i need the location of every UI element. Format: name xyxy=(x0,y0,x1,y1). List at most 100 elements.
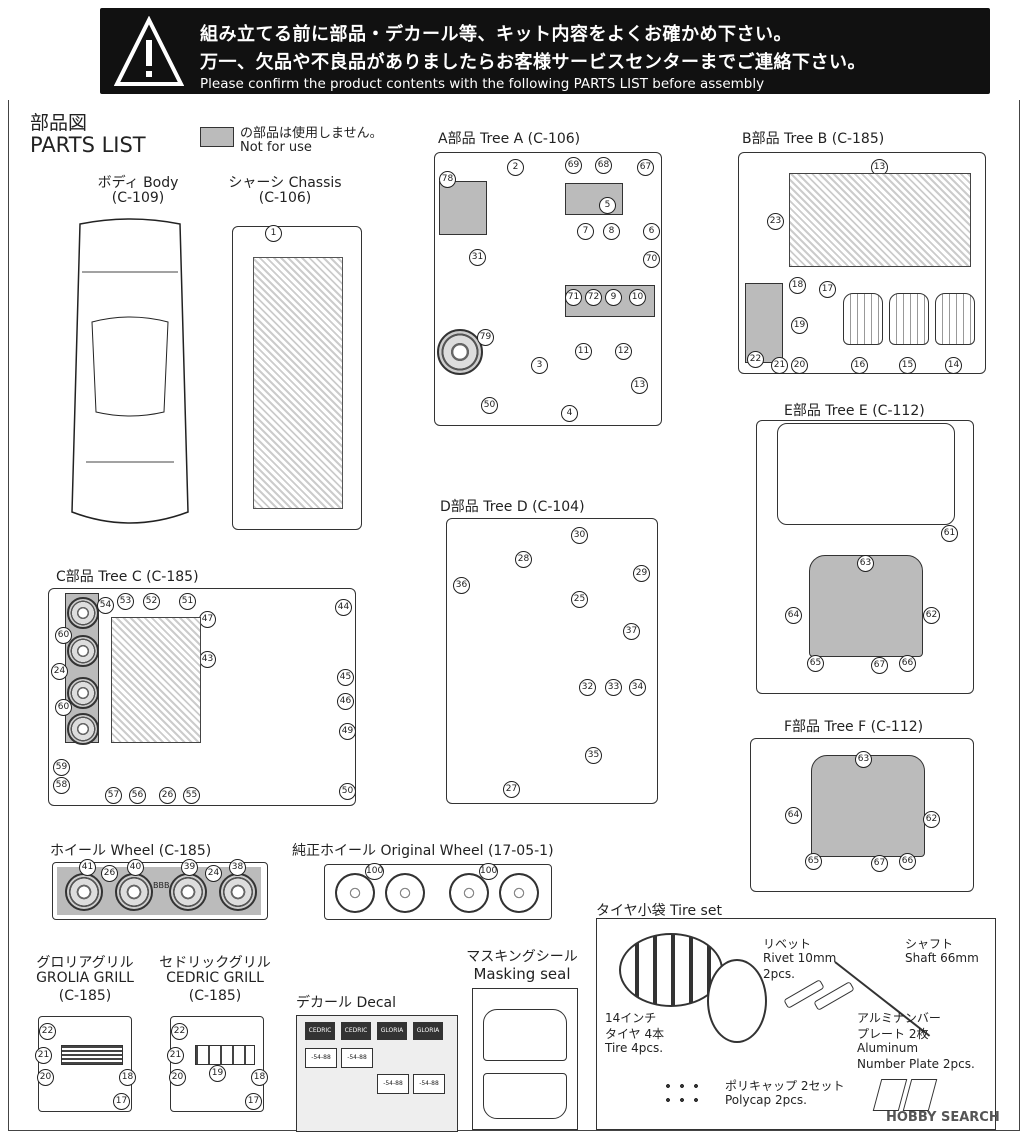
tree-f: 63 64 62 65 67 66 xyxy=(750,738,974,892)
polycap-text: ポリキャップ 2セット xyxy=(725,1079,845,1093)
polycap-text: Polycap 2pcs. xyxy=(725,1093,807,1107)
part-number: 65 xyxy=(807,655,824,672)
part-number: 18 xyxy=(789,277,806,294)
watermark: HOBBY SEARCH xyxy=(886,1110,1000,1125)
cedric-code: (C-185) xyxy=(188,988,242,1004)
part-number: 64 xyxy=(785,607,802,624)
original-wheel-tree: 100 100 xyxy=(324,863,552,920)
part-number: 38 xyxy=(229,859,246,876)
grolia-label-en: GROLIA GRILL xyxy=(36,970,134,986)
part-number: 22 xyxy=(171,1023,188,1040)
part-number: 68 xyxy=(595,157,612,174)
part-number: 37 xyxy=(623,623,640,640)
part-number: 24 xyxy=(51,663,68,680)
part-number: 12 xyxy=(615,343,632,360)
tree-c: 54 53 52 51 44 60 47 43 24 45 60 46 49 5… xyxy=(48,588,356,806)
unused-part xyxy=(439,181,487,235)
part-number: 18 xyxy=(119,1069,136,1086)
wheel-part xyxy=(67,713,99,745)
part-number: 4 xyxy=(561,405,578,422)
part-number: 17 xyxy=(819,281,836,298)
part-number: 56 xyxy=(129,787,146,804)
part-number: 34 xyxy=(629,679,646,696)
part-number: 18 xyxy=(251,1069,268,1086)
wheel-part xyxy=(499,873,539,913)
tree-b: 13 23 18 17 19 22 21 20 16 15 14 xyxy=(738,152,986,374)
part-number: 63 xyxy=(855,751,872,768)
part-number: 22 xyxy=(747,351,764,368)
decal-item: CEDRIC xyxy=(341,1022,371,1040)
polycap-part xyxy=(661,1079,701,1109)
part-number: 29 xyxy=(633,565,650,582)
part-number: 100 xyxy=(365,863,384,880)
part-number: 67 xyxy=(637,159,654,176)
car-body-drawing xyxy=(71,218,189,524)
part-number: 21 xyxy=(167,1047,184,1064)
part-number: 9 xyxy=(605,289,622,306)
page-title-jp: 部品図 xyxy=(30,112,88,134)
decal-item: CEDRIC xyxy=(305,1022,335,1040)
tree-d: 28 30 36 29 25 37 32 33 34 27 35 xyxy=(446,518,658,804)
part-number: 5 xyxy=(599,197,616,214)
part-number: 14 xyxy=(945,357,962,374)
shaft-text: Shaft 66mm xyxy=(905,951,979,965)
part-number: 13 xyxy=(631,377,648,394)
tree-a-label: A部品 Tree A (C-106) xyxy=(438,131,581,147)
part-number: 57 xyxy=(105,787,122,804)
shaft-text: シャフト xyxy=(905,937,954,951)
warning-banner: 組み立てる前に部品・デカール等、キット内容をよくお確かめ下さい。 万一、欠品や不… xyxy=(100,8,990,94)
part-number: 31 xyxy=(469,249,486,266)
wheel-part xyxy=(115,873,153,911)
part-number: 44 xyxy=(335,599,352,616)
decal-item: GLORIA xyxy=(413,1022,443,1040)
part-number: 19 xyxy=(791,317,808,334)
parts-frame xyxy=(8,100,1020,1131)
part-number: 78 xyxy=(439,171,456,188)
part-number: 66 xyxy=(899,655,916,672)
part-number: 50 xyxy=(339,783,356,800)
part-number: 22 xyxy=(39,1023,56,1040)
part-number: 39 xyxy=(181,859,198,876)
body-label: ボディ Body xyxy=(97,175,179,191)
part-number: 69 xyxy=(565,157,582,174)
part-number: 51 xyxy=(179,593,196,610)
windshield-mask xyxy=(483,1009,567,1061)
part-number: 79 xyxy=(477,329,494,346)
cedric-label-jp: セドリックグリル xyxy=(159,955,271,971)
part-number: 63 xyxy=(857,555,874,572)
wheel-part xyxy=(67,677,99,709)
part-number: 100 xyxy=(479,863,498,880)
number-plate-part xyxy=(902,1079,938,1111)
tree-e-label: E部品 Tree E (C-112) xyxy=(784,403,925,419)
plate-text: Aluminum xyxy=(857,1041,919,1055)
part-number: 64 xyxy=(785,807,802,824)
part-number: 45 xyxy=(337,669,354,686)
tree-b-label: B部品 Tree B (C-185) xyxy=(742,131,885,147)
part-79 xyxy=(437,329,483,375)
tire-text: Tire 4pcs. xyxy=(605,1041,664,1055)
part-number: 28 xyxy=(515,551,532,568)
part-number: 7 xyxy=(577,223,594,240)
tire-set-box: 14インチ タイヤ 4本 Tire 4pcs. リベット Rivet 10mm … xyxy=(596,918,996,1130)
wheel-part xyxy=(449,873,489,913)
banner-line-1: 組み立てる前に部品・デカール等、キット内容をよくお確かめ下さい。 xyxy=(200,24,792,45)
part-number: 17 xyxy=(113,1093,130,1110)
part-number: 21 xyxy=(771,357,788,374)
decal-item: -54-88 xyxy=(377,1074,409,1094)
banner-line-3: Please confirm the product contents with… xyxy=(200,76,765,92)
roof-part xyxy=(777,423,955,525)
part-number: 20 xyxy=(791,357,808,374)
masking-label-jp: マスキングシール xyxy=(466,949,578,965)
part-number: 70 xyxy=(643,251,660,268)
part-number: 19 xyxy=(209,1065,226,1082)
wheel-part xyxy=(169,873,207,911)
part-number: 24 xyxy=(205,865,222,882)
hood-part xyxy=(811,755,925,857)
banner-line-2: 万一、欠品や不良品がありましたらお客様サービスセンターまでご連絡下さい。 xyxy=(200,52,866,73)
original-wheel-label: 純正ホイール Original Wheel (17-05-1) xyxy=(292,843,554,859)
part-number: 67 xyxy=(871,657,888,674)
chassis-plate xyxy=(253,257,343,509)
part-number: 49 xyxy=(339,723,356,740)
wheel-part xyxy=(67,635,99,667)
part-number: 10 xyxy=(629,289,646,306)
